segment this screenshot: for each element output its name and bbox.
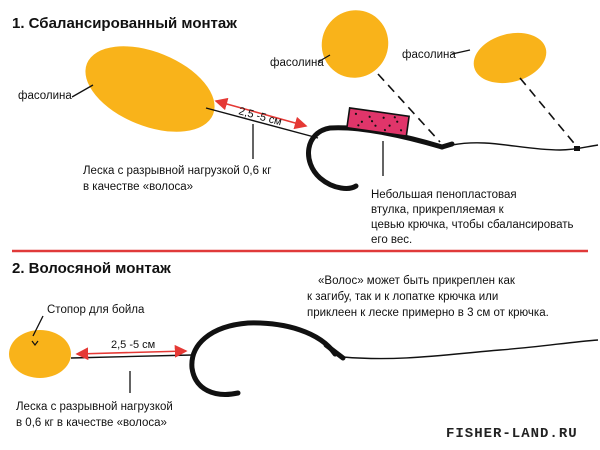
bean-label-1-pointer: [71, 84, 94, 98]
section1-title: 1. Сбалансированный монтаж: [12, 15, 237, 32]
distance-label-1: 2,5 -5 см: [237, 105, 283, 128]
line-caption-2b: в 0,6 кг в качестве «волоса»: [16, 417, 167, 429]
bean-label-3-pointer: [451, 49, 471, 55]
hair-dashed-1: [377, 73, 441, 143]
main-line-2: [342, 339, 599, 360]
hair-line-2: [70, 354, 193, 359]
boilie-bait: [9, 330, 71, 378]
bait-bean-large: [85, 46, 215, 132]
bean-label-2: фасолина: [270, 57, 324, 69]
line-caption-1a: Леска с разрывной нагрузкой 0,6 кг: [83, 165, 271, 177]
distance-arrow-1: [214, 97, 308, 130]
line-caption-2a: Леска с разрывной нагрузкой: [16, 401, 173, 413]
hook-1: [306, 125, 455, 191]
bait-bean-medium: [321, 10, 389, 78]
hair-note-a: «Волос» может быть прикреплен как: [318, 275, 516, 287]
foam-sleeve: [345, 107, 411, 137]
bait-bean-small: [473, 32, 547, 84]
main-line-1: [451, 142, 599, 151]
line-knot: [574, 146, 580, 151]
line-caption-1b: в качестве «волоса»: [83, 181, 193, 193]
section2-title: 2. Волосяной монтаж: [12, 260, 171, 277]
foam-caption-d: его вес.: [371, 234, 412, 246]
bean-label-1: фасолина: [18, 90, 72, 102]
distance-label-2: 2,5 -5 см: [111, 339, 155, 351]
stopper-label: Стопор для бойла: [47, 304, 145, 316]
stopper-label-pointer: [32, 315, 44, 337]
site-watermark: FISHER-LAND.RU: [446, 426, 578, 442]
hair-note-b: к загибу, так и к лопатке крючка или: [307, 291, 498, 303]
bean-label-2-pointer: [317, 54, 331, 63]
hair-note-c: приклеен к леске примерно в 3 см от крюч…: [307, 307, 549, 319]
foam-caption-c: цевью крючка, чтобы сбалансировать: [371, 219, 573, 231]
hair-dashed-2: [519, 77, 579, 149]
foam-caption-b: втулка, прикрепляемая к: [371, 204, 505, 216]
distance-arrow-2: [75, 344, 188, 361]
hook-2: [189, 320, 346, 397]
bean-label-3: фасолина: [402, 49, 456, 61]
foam-caption-a: Небольшая пенопластовая: [371, 189, 517, 201]
